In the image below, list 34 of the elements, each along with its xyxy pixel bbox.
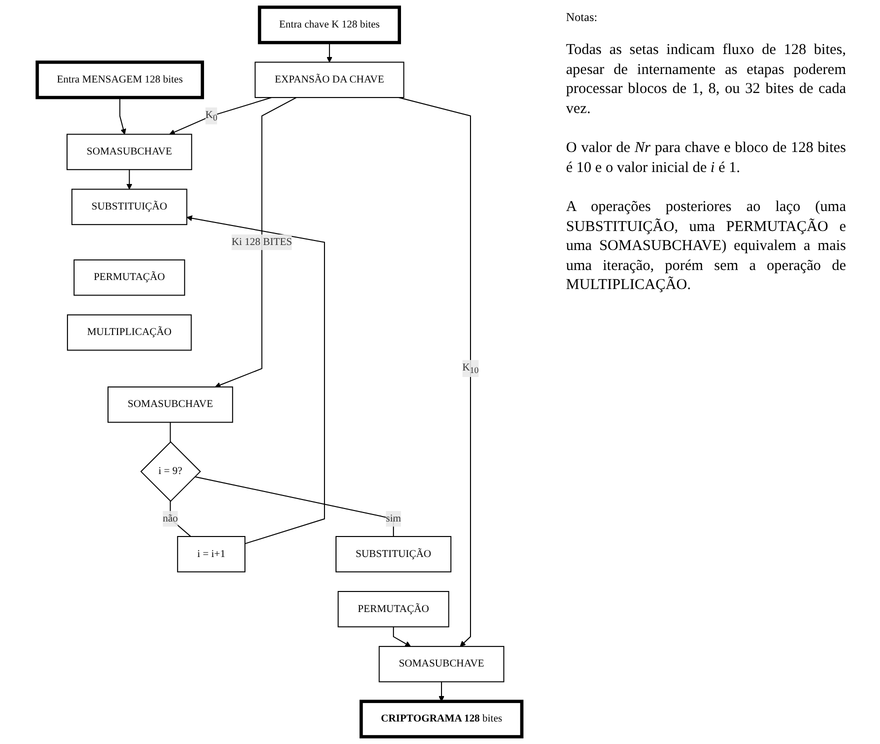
arrow bbox=[170, 97, 273, 135]
note-paragraph: Todas as setas indicam fluxo de 128 bites, apesar de internamente as etapas poderem processar blocos de 1, 8, ou 32 bites de cada vez. bbox=[566, 41, 846, 118]
node-box: CRIPTOGRAMA 128 bites bbox=[360, 700, 524, 738]
node-box: EXPANSÃO DA CHAVE bbox=[255, 62, 405, 98]
node-box: SOMASUBCHAVE bbox=[67, 134, 193, 170]
node-box: PERMUTAÇÃO bbox=[74, 259, 186, 296]
arrow bbox=[215, 97, 298, 388]
edge-label: K$_{10}$ bbox=[462, 362, 480, 376]
node-box: SUBSTITUIÇÃO bbox=[336, 536, 452, 572]
arrow bbox=[187, 215, 326, 544]
arrow bbox=[398, 97, 472, 647]
connector bbox=[194, 476, 394, 538]
edge-label: K$_{0}$ bbox=[206, 109, 218, 123]
arrow bbox=[439, 681, 445, 702]
arrow bbox=[393, 626, 412, 647]
node-box: Entra MENSAGEM 128 bites bbox=[36, 60, 205, 100]
node-box: Entra chave K 128 bites bbox=[258, 6, 402, 44]
connector bbox=[170, 422, 172, 442]
node-box: MULTIPLICAÇÃO bbox=[67, 314, 192, 351]
edge-label: sim bbox=[386, 512, 402, 524]
note-paragraph: O valor de Nr para chave e bloco de 128 bites é 10 e o valor inicial de i é 1. bbox=[566, 139, 846, 178]
note-paragraph: A operações posteriores ao laço (uma SUBSTITUIÇÃO, uma PERMUTAÇÃO e uma SOMASUBCHAVE) equivalem a mais uma iteração, porém sem a operação de MULTIPLICAÇÃO. bbox=[566, 198, 846, 295]
edge-label: Ki 128 BITES bbox=[232, 236, 293, 248]
node-box: i = i+1 bbox=[178, 536, 246, 572]
node-box: SOMASUBCHAVE bbox=[108, 386, 234, 423]
arrow bbox=[120, 97, 127, 135]
notes-heading: Notas: bbox=[566, 10, 598, 25]
node-box: SOMASUBCHAVE bbox=[379, 646, 505, 682]
node-box: SUBSTITUIÇÃO bbox=[72, 188, 188, 226]
node-diamond: i = 9? bbox=[140, 441, 202, 502]
edge-label: não bbox=[163, 512, 178, 524]
node-box: PERMUTAÇÃO bbox=[338, 591, 450, 628]
arrow bbox=[327, 42, 333, 62]
arrow bbox=[126, 169, 133, 190]
